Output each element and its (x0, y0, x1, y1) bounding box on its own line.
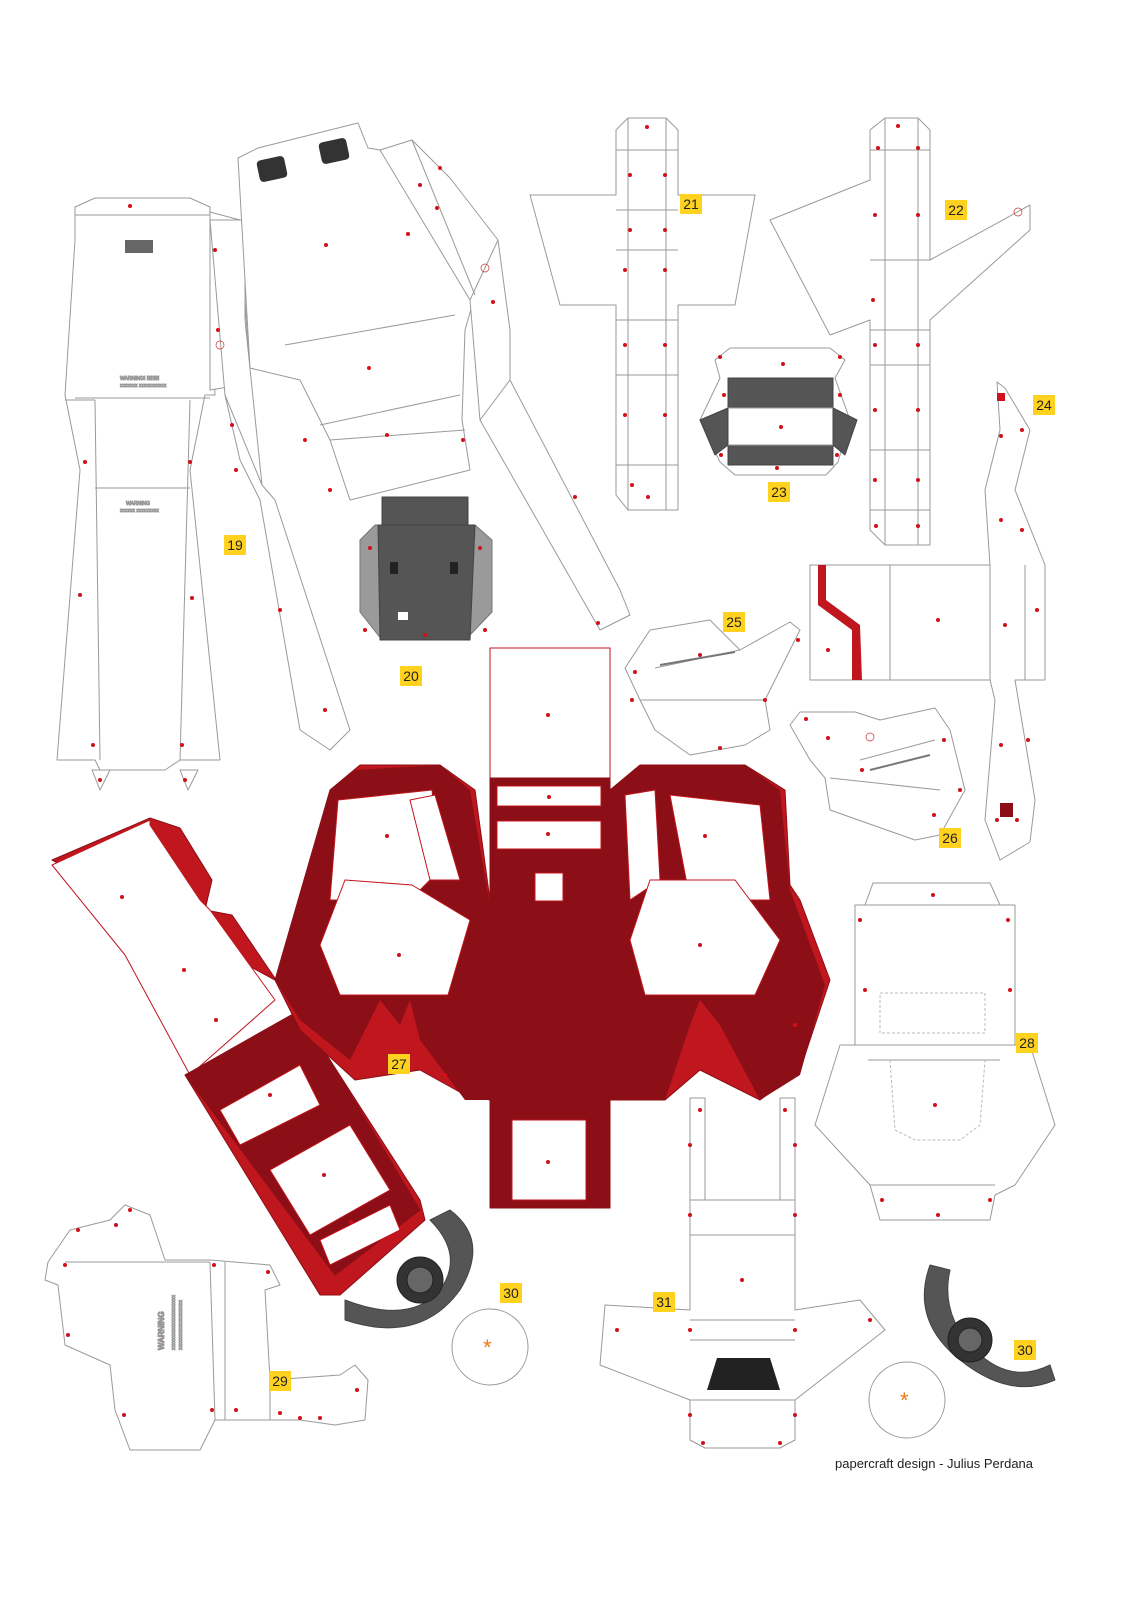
glue-dots (63, 124, 1039, 1445)
part-label-29: 29 (269, 1371, 291, 1391)
part-label-24: 24 (1033, 395, 1055, 415)
part-label-31: 31 (653, 1292, 675, 1312)
svg-text:*: * (900, 1388, 909, 1413)
part-label-30-right: 30 (1014, 1340, 1036, 1360)
part-20 (359, 496, 493, 641)
part-label-21: 21 (680, 194, 702, 214)
part-23 (699, 347, 858, 476)
part-26 (789, 707, 966, 841)
part-label-26: 26 (939, 828, 961, 848)
part-label-28: 28 (1016, 1033, 1038, 1053)
part-30-left: * (344, 1209, 529, 1386)
svg-text:xxxxxx xxxxxxxxx: xxxxxx xxxxxxxxx (120, 508, 159, 514)
part-21 (529, 117, 756, 511)
part-label-27: 27 (388, 1054, 410, 1074)
svg-text:WARNING! !!!!!!!!!: WARNING! !!!!!!!!! (120, 376, 159, 382)
part-label-25: 25 (723, 612, 745, 632)
svg-text:xxxxxxxxxxxxxxxxxxxxxx: xxxxxxxxxxxxxxxxxxxxxx (171, 1295, 177, 1351)
part-label-22: 22 (945, 200, 967, 220)
part-19-strip (209, 219, 351, 751)
part-label-30-left: 30 (500, 1283, 522, 1303)
svg-text:xxxxxxxxxxxxxxxxxxxx: xxxxxxxxxxxxxxxxxxxx (178, 1300, 184, 1351)
part-22 (769, 117, 1031, 546)
svg-text:WARNING: WARNING (157, 1311, 166, 1350)
svg-text:WARNING: WARNING (126, 501, 150, 507)
part-19-leg-strip (379, 139, 631, 631)
svg-text:xxxxxxx xxxxxxxxxxx: xxxxxxx xxxxxxxxxxx (120, 383, 167, 389)
part-25 (624, 619, 801, 756)
part-label-20: 20 (400, 666, 422, 686)
part-19-boot (237, 122, 476, 501)
svg-text:*: * (483, 1335, 492, 1360)
part-24 (809, 381, 1046, 861)
part-28 (814, 882, 1056, 1221)
part-27 (51, 647, 831, 1296)
design-credit: papercraft design - Julius Perdana (835, 1456, 1034, 1471)
part-label-23: 23 (768, 482, 790, 502)
part-30-right: * (868, 1264, 1056, 1439)
part-label-19: 19 (224, 535, 246, 555)
part-31 (599, 1097, 886, 1449)
